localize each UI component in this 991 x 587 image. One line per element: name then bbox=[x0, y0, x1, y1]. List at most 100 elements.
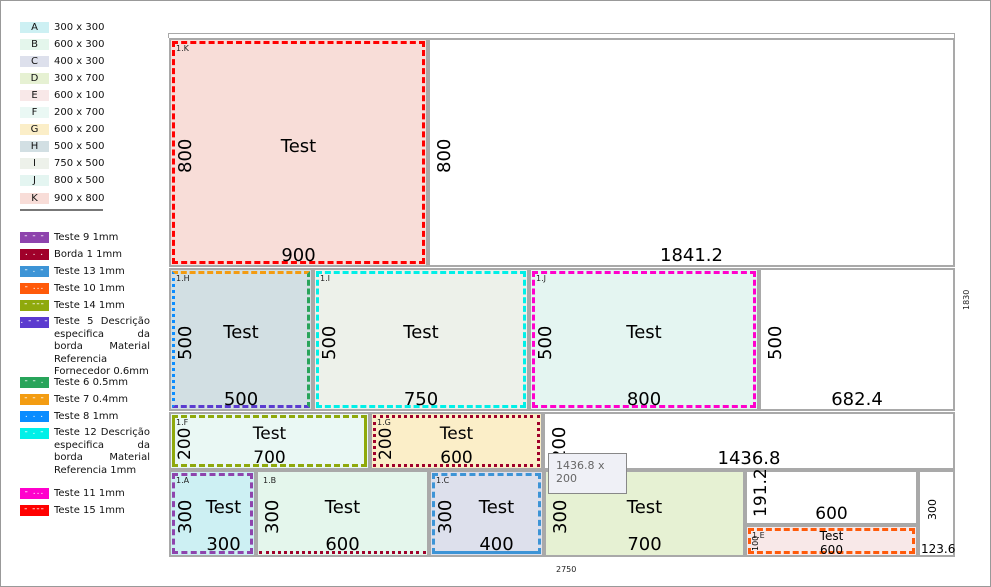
piece-id-label: 1.H bbox=[176, 274, 190, 283]
piece-name: Test bbox=[403, 322, 439, 343]
legend-edge: - ... Teste 11 1mm bbox=[20, 488, 125, 499]
piece-name: Test bbox=[205, 497, 242, 518]
offcut-area[interactable]: 682.4 500 bbox=[759, 268, 955, 411]
piece-id-label: 1.E bbox=[752, 531, 765, 540]
legend-edge: - ---Teste 15 1mm bbox=[20, 505, 125, 516]
piece-width: 500 bbox=[223, 389, 259, 410]
legend-edge: - --- Teste 14 1mm bbox=[20, 300, 125, 311]
edge-banding-border bbox=[532, 271, 756, 408]
offcut-width: 682.4 bbox=[831, 389, 883, 410]
piece-size: 600 x 100 bbox=[54, 90, 105, 101]
piece-name: Test bbox=[280, 136, 317, 157]
offcut-width: 600 bbox=[815, 504, 848, 524]
sheet-height-label: 1830 bbox=[962, 289, 971, 310]
legend-edge: - ...Teste 10 1mm bbox=[20, 283, 125, 294]
piece-height: 300 bbox=[435, 499, 456, 534]
edge-label: Teste 11 1mm bbox=[54, 488, 125, 499]
piece-size: 300 x 700 bbox=[54, 73, 105, 84]
edge-label: Teste 13 1mm bbox=[54, 266, 125, 277]
piece-swatch: H bbox=[20, 141, 49, 152]
legend-edge: - . -Teste 13 1mm bbox=[20, 266, 125, 277]
piece-a[interactable]: 1.A Test 300 300 bbox=[169, 470, 256, 557]
legend-edge: - . -Teste 12 Descrição especifica da bo… bbox=[20, 427, 150, 477]
offcut-height: 500 bbox=[765, 325, 786, 360]
edge-swatch: - --- bbox=[20, 505, 49, 516]
edge-label: Teste 12 Descrição especifica da borda M… bbox=[54, 427, 150, 476]
piece-height: 500 bbox=[535, 325, 556, 360]
piece-id-label: 1.F bbox=[176, 418, 189, 427]
piece-size: 600 x 200 bbox=[54, 124, 105, 135]
piece-swatch: D bbox=[20, 73, 49, 84]
piece-name: Test bbox=[223, 322, 259, 343]
piece-width: 800 bbox=[626, 389, 662, 410]
edge-swatch: - ... bbox=[20, 488, 49, 499]
piece-width: 300 bbox=[206, 534, 241, 555]
offcut-width: 123.6 bbox=[921, 542, 956, 556]
edge-label: Teste 10 1mm bbox=[54, 283, 125, 294]
piece-width: 900 bbox=[281, 245, 316, 266]
edge-swatch: - - - bbox=[20, 394, 49, 405]
edge-label: Teste 7 0.4mm bbox=[54, 394, 128, 405]
piece-swatch: J bbox=[20, 175, 49, 186]
piece-height: 300 bbox=[175, 499, 196, 534]
piece-width: 600 bbox=[325, 534, 360, 555]
edge-swatch: . . . bbox=[20, 411, 49, 422]
offcut-area[interactable]: 123.6 300 bbox=[918, 470, 955, 557]
edge-swatch: - - . bbox=[20, 377, 49, 388]
piece-height: 300 bbox=[262, 499, 283, 534]
piece-height: 200 bbox=[376, 427, 396, 460]
piece-name: Test bbox=[478, 497, 515, 518]
piece-id-label: 1.J bbox=[536, 274, 546, 283]
legend-edge: - - - Teste 7 0.4mm bbox=[20, 394, 128, 405]
piece-width: 600 bbox=[440, 448, 473, 468]
edge-label: Teste 14 1mm bbox=[54, 300, 125, 311]
edge-label: Borda 1 1mm bbox=[54, 249, 122, 260]
sheet-width-label: 2750 bbox=[556, 565, 577, 574]
edge-banding-border bbox=[432, 473, 541, 554]
piece-size: 600 x 300 bbox=[54, 39, 105, 50]
edge-label: Teste 5 Descrição especifica da borda Ma… bbox=[54, 316, 150, 377]
offcut-tooltip: 1436.8 x 200 bbox=[548, 453, 627, 494]
piece-width: 600 bbox=[820, 543, 843, 557]
offcut-height: 300 bbox=[926, 499, 939, 520]
piece-swatch: K bbox=[20, 193, 49, 204]
edge-banding-border bbox=[172, 415, 367, 467]
piece-size: 400 x 300 bbox=[54, 56, 105, 67]
piece-height: 200 bbox=[175, 427, 195, 460]
edge-banding-border bbox=[316, 271, 526, 408]
piece-name: Test bbox=[819, 529, 844, 543]
sheet-top-strip bbox=[168, 33, 955, 38]
piece-height: 300 bbox=[550, 499, 571, 534]
piece-id-label: 1.C bbox=[436, 476, 450, 485]
legend-piece-d: D 300 x 700 bbox=[20, 73, 104, 84]
piece-swatch: A bbox=[20, 22, 49, 33]
edge-banding-border bbox=[373, 415, 540, 467]
piece-width: 700 bbox=[627, 534, 662, 555]
edge-swatch: . . . bbox=[20, 249, 49, 260]
edge-swatch: - --- bbox=[20, 300, 49, 311]
edge-swatch: . - - - bbox=[20, 316, 49, 328]
piece-name: Test bbox=[324, 497, 361, 518]
edge-banding-border bbox=[172, 473, 253, 554]
piece-id-label: 1.A bbox=[176, 476, 190, 485]
legend-edge: - - -Teste 9 1mm bbox=[20, 232, 118, 243]
